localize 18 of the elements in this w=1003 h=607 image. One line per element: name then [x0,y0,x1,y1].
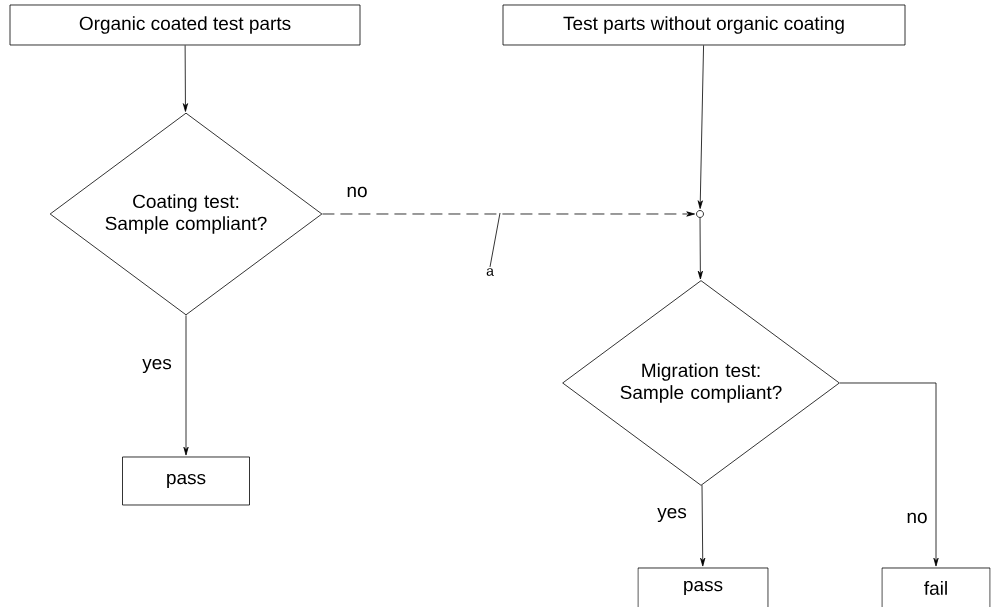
edge-label: yes [656,506,688,524]
process-box: Organic coated test parts [9,4,361,46]
dashed-arrow [322,211,695,217]
arrow [183,315,189,456]
edge-label: no [345,185,369,199]
process-box: pass [637,567,769,607]
arrow [182,45,188,112]
leader-line [489,212,501,268]
edge-label: no [905,511,929,525]
arrow [697,217,703,280]
process-box: fail [881,567,991,607]
edge-label: yes [141,357,173,375]
callout-letter: a [486,268,494,276]
process-box: Test parts without organic coating [502,4,906,46]
process-box: pass [122,456,250,506]
arrow [839,382,939,567]
arrow [700,484,706,567]
arrow [697,45,704,209]
